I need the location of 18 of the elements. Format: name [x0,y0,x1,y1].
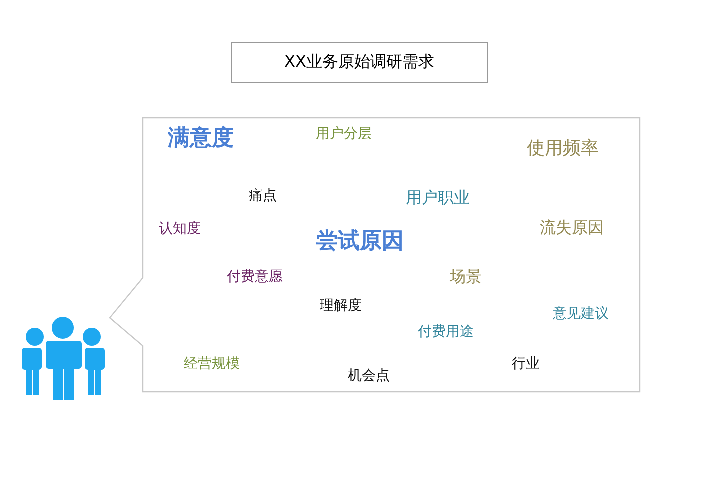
title-text: XX业务原始调研需求 [284,52,434,73]
title-box [231,42,488,83]
keyword: 行业 [512,356,540,372]
keyword: 认知度 [159,221,201,238]
keyword: 经营规模 [184,356,240,372]
keyword: 用户职业 [406,189,470,208]
keyword: 尝试原因 [316,229,404,254]
keyword: 付费用途 [418,324,474,340]
keyword: 意见建议 [553,306,609,322]
keyword: 付费意愿 [227,269,283,286]
keyword: 满意度 [168,126,234,152]
keyword: 流失原因 [540,219,604,238]
keyword: 用户分层 [316,126,372,142]
keyword: 痛点 [249,188,277,204]
keyword: 理解度 [320,298,362,314]
keyword: 使用频率 [527,139,599,160]
keyword: 机会点 [348,368,390,384]
keyword: 场景 [450,268,482,286]
